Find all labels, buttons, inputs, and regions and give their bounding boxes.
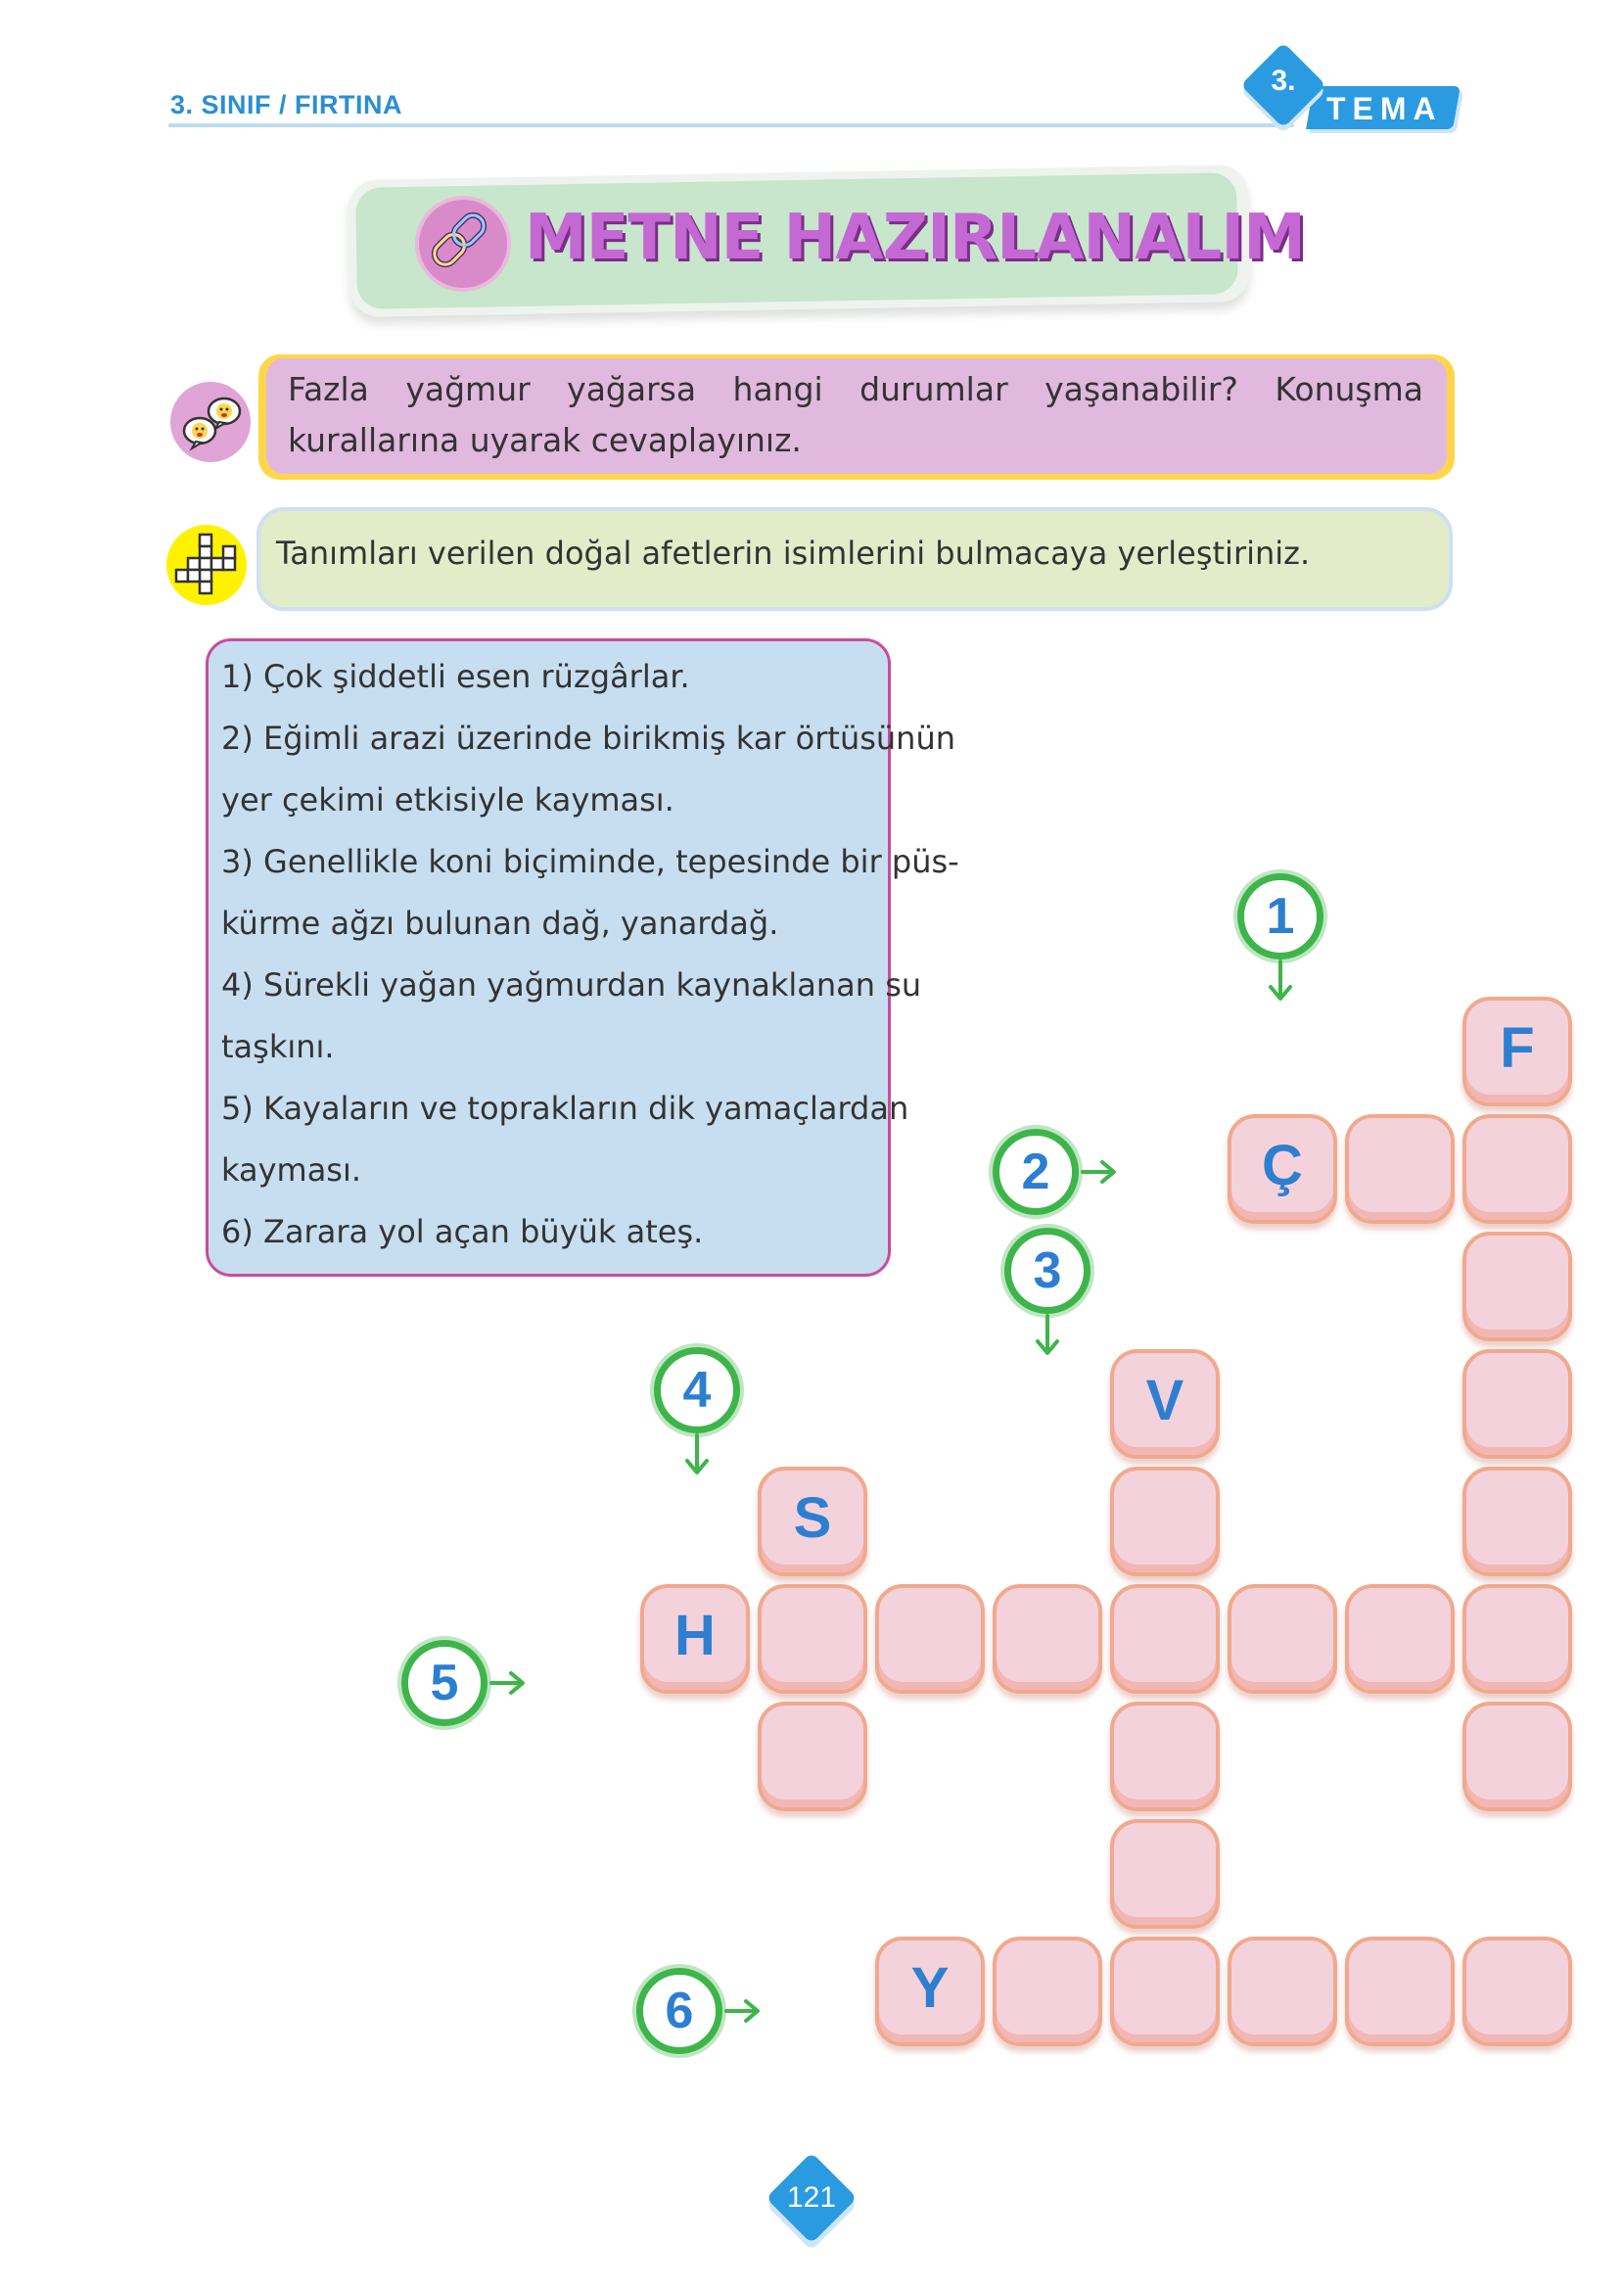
crossword-cell[interactable] (758, 1584, 867, 1694)
page-title: METNE HAZIRLANALIM (525, 202, 1306, 274)
crossword-cell[interactable] (1110, 1702, 1220, 1811)
clues-box (206, 638, 891, 1277)
crossword-cell[interactable] (1462, 1232, 1572, 1341)
crossword-cell[interactable] (1345, 1584, 1455, 1694)
clue-line: 6) Zarara yol açan büyük ateş. (221, 1213, 704, 1250)
crossword-cell[interactable] (1462, 1467, 1572, 1576)
arrow-icon (1036, 1314, 1059, 1355)
crossword-start-cell-4[interactable]: S (758, 1467, 867, 1576)
arrow-icon (1081, 1160, 1116, 1184)
crossword-start-cell-2[interactable]: Ç (1228, 1114, 1337, 1224)
crossword-cell[interactable] (1462, 1349, 1572, 1459)
crossword-cell[interactable] (1345, 1937, 1455, 2046)
crossword-cell[interactable] (1462, 1584, 1572, 1694)
header-divider (168, 123, 1294, 127)
crossword-start-cell-5[interactable]: H (640, 1584, 750, 1694)
arrow-icon (724, 1999, 760, 2023)
clue-line: 4) Sürekli yağan yağmurdan kaynaklanan s… (221, 966, 922, 1004)
clue-line: 2) Eğimli arazi üzerinde birikmiş kar ör… (221, 720, 956, 757)
crossword-cell[interactable] (1110, 1584, 1220, 1694)
clue-line: yer çekimi etkisiyle kayması. (221, 781, 674, 818)
crossword-cell[interactable] (1228, 1584, 1337, 1694)
arrow-icon (1269, 959, 1292, 1001)
crossword-cell[interactable] (1228, 1937, 1337, 2046)
crossword-cell[interactable] (758, 1702, 867, 1811)
tema-number-badge: 3. (1240, 42, 1326, 128)
crossword-cell[interactable] (1110, 1467, 1220, 1576)
crossword-cell[interactable] (1462, 1114, 1572, 1224)
tema-label: TEMA (1326, 91, 1443, 126)
crossword-cell[interactable] (875, 1584, 985, 1694)
crossword-grid-icon (166, 525, 247, 605)
crossword-cell[interactable] (1110, 1937, 1220, 2046)
link-chain-icon (415, 196, 511, 292)
clue-line: kayması. (221, 1151, 362, 1189)
crossword-cell[interactable] (1462, 1702, 1572, 1811)
clue-number-3: 3 (1004, 1228, 1090, 1314)
arrow-icon (489, 1671, 525, 1695)
crossword-cell[interactable] (1462, 1937, 1572, 2046)
crossword-start-cell-1[interactable]: F (1462, 997, 1572, 1106)
clue-number-6: 6 (636, 1968, 722, 2054)
speech-bubbles-icon (170, 382, 251, 462)
speech-prompt-text: Fazla yağmur yağarsa hangi durumlar yaşa… (288, 370, 1423, 459)
clue-number-5: 5 (401, 1640, 487, 1726)
clue-number-2: 2 (993, 1129, 1079, 1215)
crossword-start-cell-6[interactable]: Y (875, 1937, 985, 2046)
clue-number-1: 1 (1237, 873, 1323, 959)
book-section-title: 3. SINIF / FIRTINA (170, 90, 403, 119)
crossword-cell[interactable] (1345, 1114, 1455, 1224)
clue-line: 3) Genellikle koni biçiminde, tepesinde … (221, 843, 959, 880)
instruction-box (256, 507, 1453, 611)
clue-number-4: 4 (654, 1347, 740, 1433)
crossword-cell[interactable] (993, 1937, 1102, 2046)
arrow-icon (685, 1433, 709, 1474)
page-number: 121 (786, 2181, 837, 2214)
crossword-cell[interactable] (1110, 1819, 1220, 1929)
crossword-start-cell-3[interactable]: V (1110, 1349, 1220, 1459)
tema-number: 3. (1271, 65, 1296, 97)
clue-line: 5) Kayaların ve toprakların dik yamaçlar… (221, 1090, 909, 1127)
clue-line: kürme ağzı bulunan dağ, yanardağ. (221, 905, 779, 942)
speech-prompt-box (266, 358, 1447, 474)
clue-line: taşkını. (221, 1028, 335, 1065)
crossword-cell[interactable] (993, 1584, 1102, 1694)
clue-line: 1) Çok şiddetli esen rüzgârlar. (221, 658, 690, 695)
instruction-text: Tanımları verilen doğal afetlerin isimle… (276, 535, 1311, 572)
